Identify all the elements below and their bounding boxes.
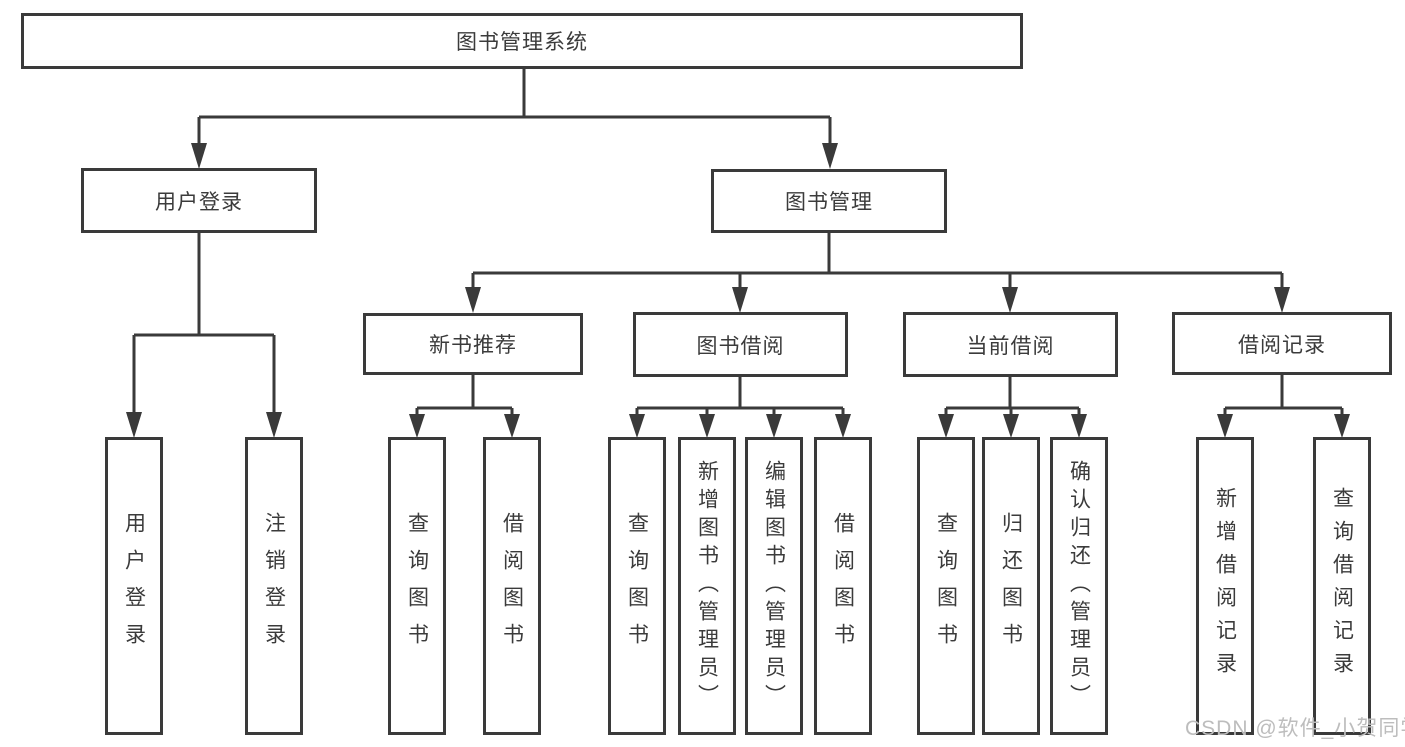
leaf-query-books-current: 查询图书 [917, 437, 975, 735]
node-borrowing-records: 借阅记录 [1172, 312, 1392, 375]
leaf-user-login: 用户登录 [105, 437, 163, 735]
node-label: 用户登录 [122, 512, 146, 660]
leaf-add-books-admin: 新增图书（管理员） [678, 437, 736, 735]
leaf-borrow-books-recommend: 借阅图书 [483, 437, 541, 735]
node-label: 当前借阅 [966, 334, 1055, 358]
node-book-borrowing: 图书借阅 [633, 312, 848, 377]
node-label: 用户登录 [155, 190, 243, 214]
node-label: 确认归还（管理员） [1067, 460, 1091, 712]
leaf-query-books-borrowing: 查询图书 [608, 437, 666, 735]
node-user-login: 用户登录 [81, 168, 317, 233]
node-root-library-management-system: 图书管理系统 [21, 13, 1023, 69]
csdn-watermark: CSDN @软件_小贺同学 [1185, 717, 1405, 740]
leaf-query-books-recommend: 查询图书 [388, 437, 446, 735]
leaf-add-borrow-record: 新增借阅记录 [1196, 437, 1254, 735]
node-label: 新书推荐 [429, 334, 517, 357]
node-label: 借阅记录 [1238, 333, 1326, 357]
node-label: 归还图书 [999, 512, 1023, 660]
node-label: 新增借阅记录 [1213, 487, 1237, 685]
node-label: 图书管理 [785, 191, 873, 214]
node-label: 查询图书 [625, 512, 649, 660]
leaf-edit-books-admin: 编辑图书（管理员） [745, 437, 803, 735]
leaf-query-borrow-record: 查询借阅记录 [1313, 437, 1371, 735]
leaf-borrow-books-borrowing: 借阅图书 [814, 437, 872, 735]
leaf-confirm-return-admin: 确认归还（管理员） [1050, 437, 1108, 735]
node-new-book-recommendation: 新书推荐 [363, 313, 583, 375]
node-label: 编辑图书（管理员） [762, 460, 786, 712]
node-label: 新增图书（管理员） [695, 460, 719, 712]
node-current-borrowing: 当前借阅 [903, 312, 1118, 377]
node-label: 注销登录 [262, 512, 286, 660]
node-label: 图书借阅 [696, 334, 785, 358]
node-book-management: 图书管理 [711, 169, 947, 233]
node-label: 图书管理系统 [456, 31, 588, 54]
node-label: 借阅图书 [831, 512, 855, 660]
node-label: 借阅图书 [500, 512, 524, 660]
leaf-return-books: 归还图书 [982, 437, 1040, 735]
node-label: 查询图书 [934, 512, 958, 660]
leaf-logout: 注销登录 [245, 437, 303, 735]
node-label: 查询图书 [405, 512, 429, 660]
node-label: 查询借阅记录 [1330, 487, 1354, 685]
